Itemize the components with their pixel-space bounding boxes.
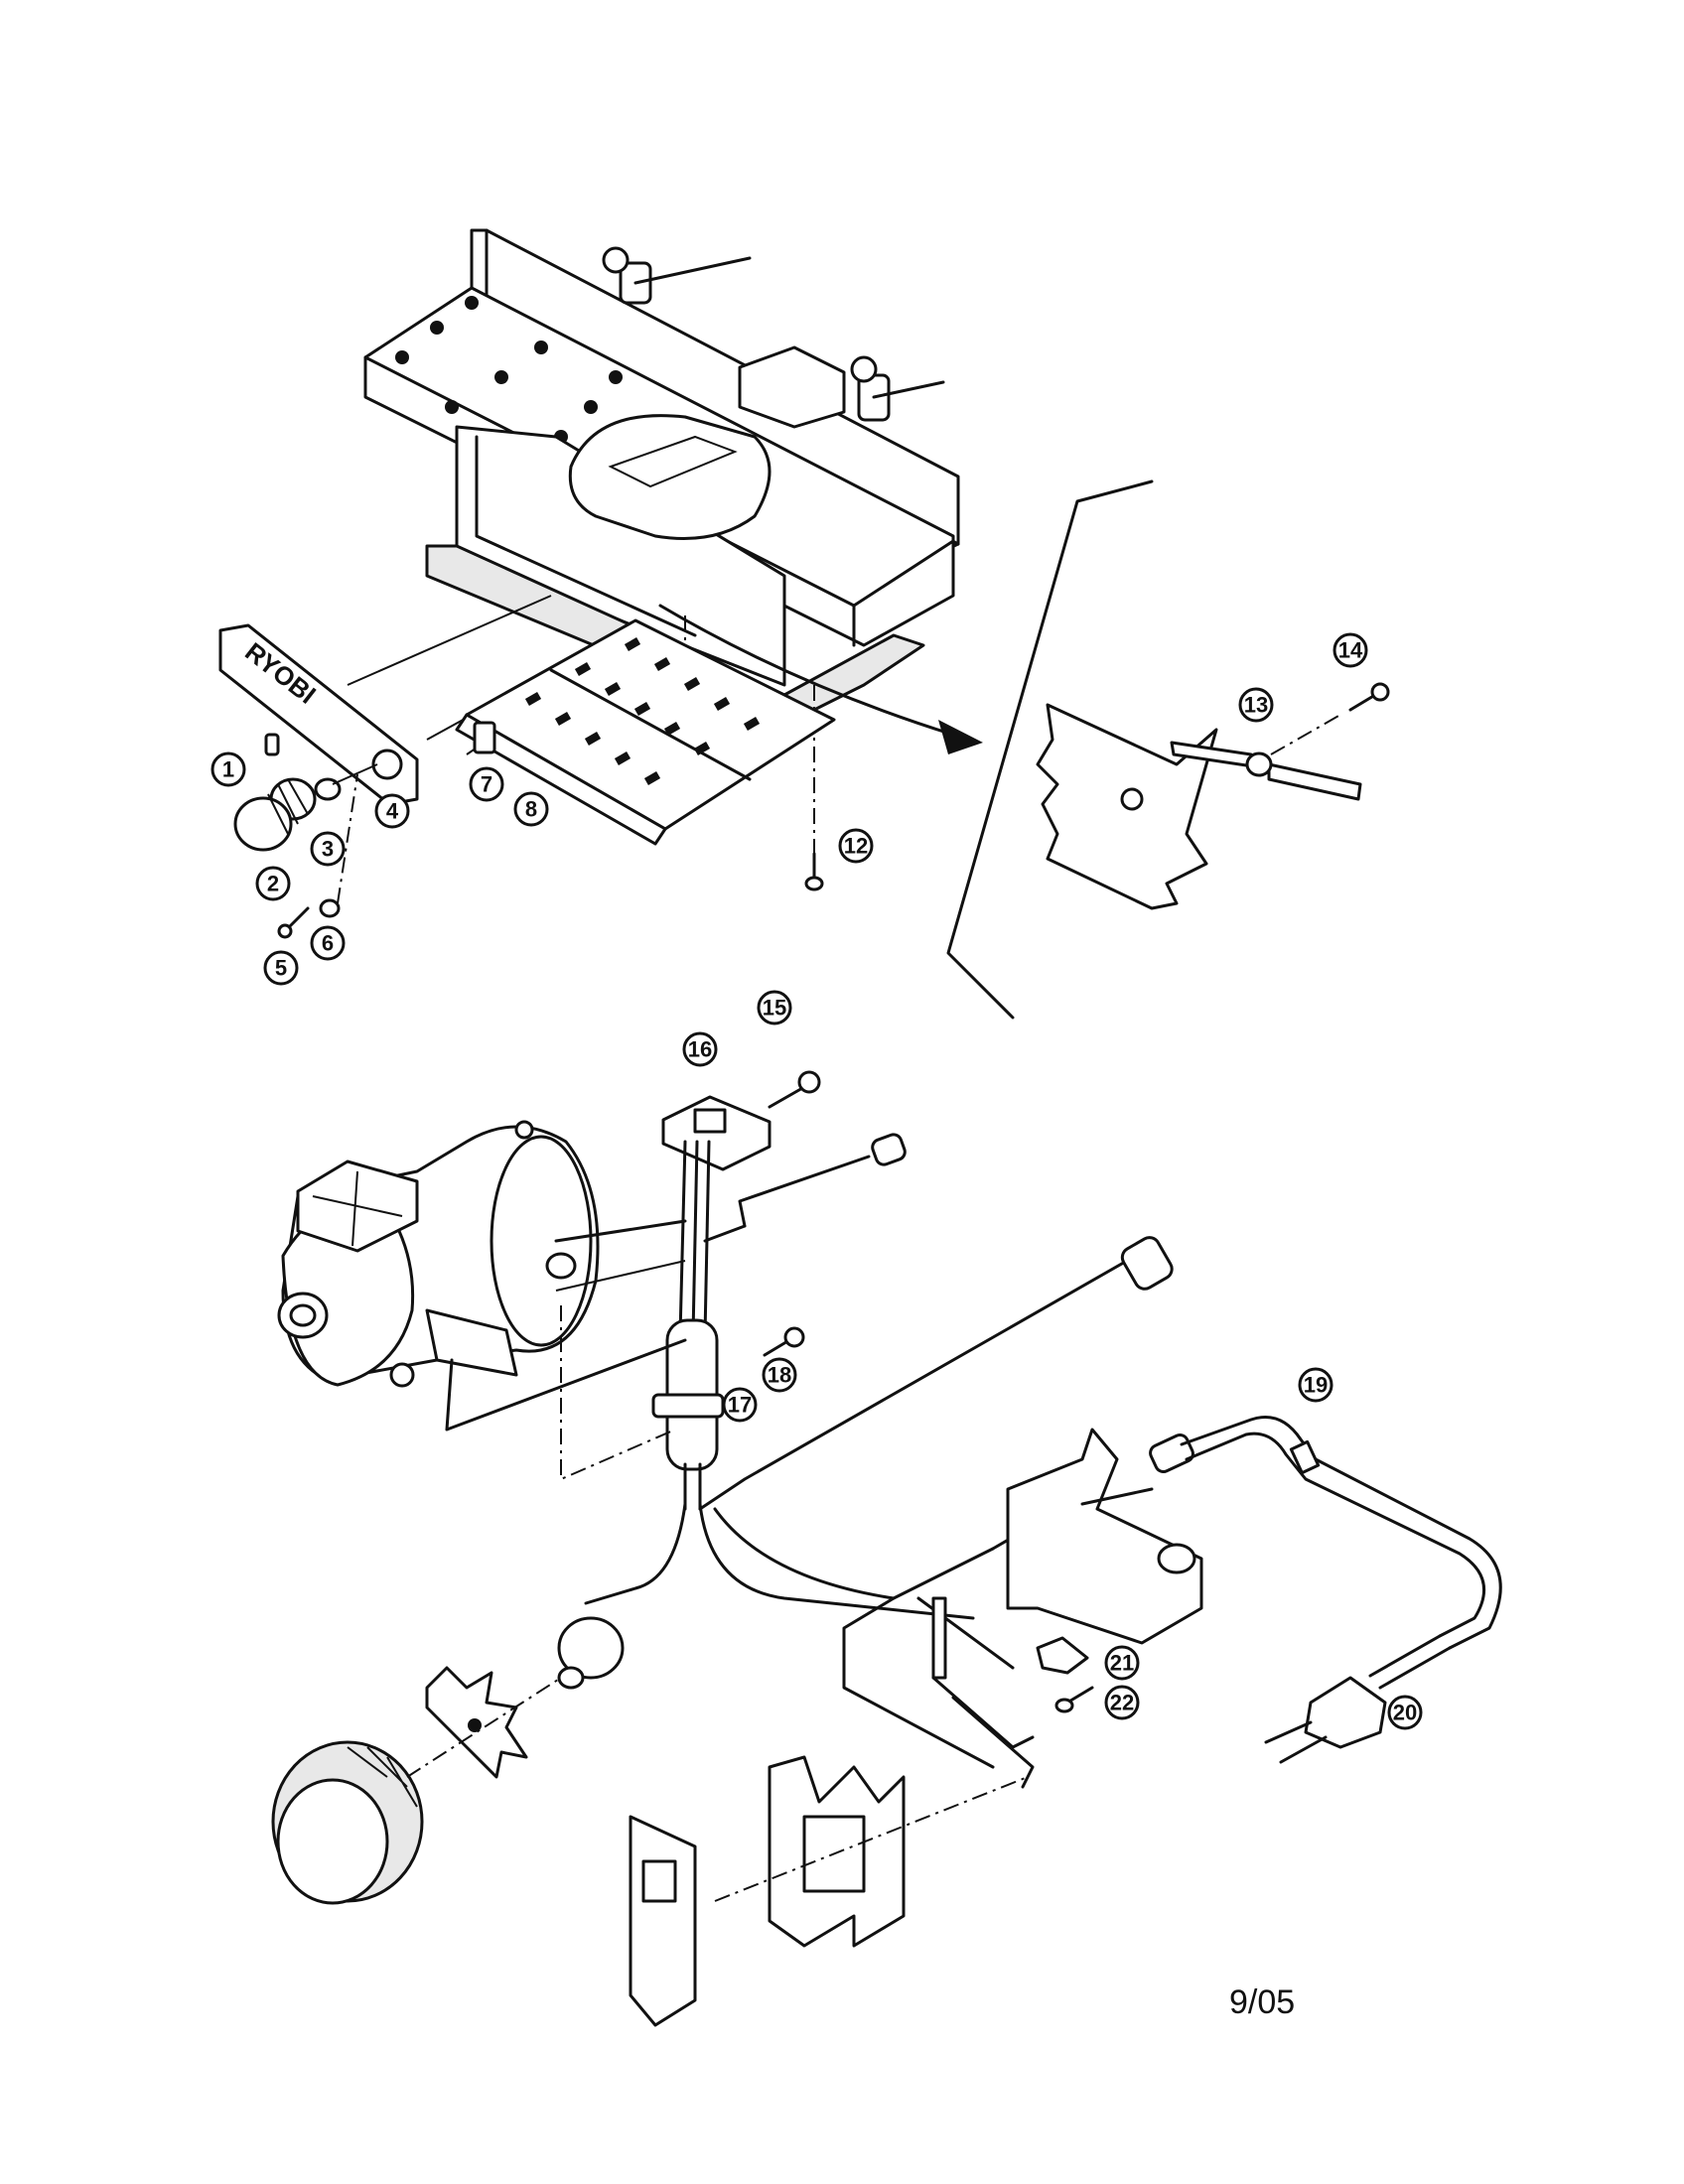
cable-clamp-16 [661, 1095, 772, 1171]
callout-12: 12 [838, 828, 874, 864]
callout-2: 2 [255, 866, 291, 901]
nut-6 [319, 898, 341, 918]
callout-15: 15 [757, 990, 792, 1025]
callout-8: 8 [513, 791, 549, 827]
base-plate-slots [524, 637, 761, 785]
date-code: 9/05 [1229, 1983, 1296, 2021]
plug-20 [1264, 1634, 1452, 1764]
screw-22 [1054, 1686, 1094, 1713]
svg-text:18: 18 [768, 1363, 791, 1388]
callout-21: 21 [1104, 1645, 1140, 1681]
switch-wires [584, 1502, 1054, 1769]
svg-text:22: 22 [1110, 1691, 1134, 1715]
svg-text:6: 6 [322, 931, 334, 956]
callout-17: 17 [722, 1387, 758, 1423]
base-plate-8 [455, 618, 836, 846]
cable-bundle [665, 1140, 719, 1511]
svg-text:3: 3 [322, 837, 334, 862]
power-cord-19 [1149, 1416, 1502, 1650]
switch-contacts [931, 1596, 1035, 1789]
switch-leader [714, 1776, 1029, 1902]
speed-control [271, 1616, 625, 1905]
screw-14 [1348, 682, 1390, 712]
jointer-body [363, 228, 960, 727]
callout-5: 5 [263, 950, 299, 986]
motor-wires [445, 1133, 1174, 1511]
svg-text:20: 20 [1393, 1701, 1417, 1725]
switch-bracket-lower [768, 1755, 906, 1948]
lock-knob-rear [602, 246, 752, 305]
svg-text:8: 8 [525, 797, 537, 822]
motor [277, 1120, 600, 1388]
detail-arrowhead [938, 720, 983, 754]
detail-arrow [658, 604, 955, 737]
callout-6: 6 [310, 925, 346, 961]
svg-text:5: 5 [275, 956, 287, 981]
clamp-17 [651, 1393, 725, 1419]
screw-18 [763, 1326, 805, 1357]
callout-22: 22 [1104, 1685, 1140, 1720]
callout-1: 1 [210, 751, 246, 787]
detail-inset [946, 479, 1390, 1020]
screw-12 [804, 852, 824, 891]
set-screw-1 [264, 733, 280, 756]
svg-text:15: 15 [763, 996, 786, 1021]
callout-16: 16 [682, 1031, 718, 1067]
svg-text:14: 14 [1338, 638, 1363, 663]
callout-14: 14 [1333, 632, 1368, 668]
svg-text:19: 19 [1304, 1373, 1328, 1398]
switch-7 [473, 721, 496, 754]
svg-text:1: 1 [222, 757, 234, 782]
screw-15 [768, 1070, 821, 1109]
svg-text:17: 17 [728, 1393, 752, 1418]
lock-knob-front [850, 355, 945, 422]
callout-3: 3 [310, 831, 346, 867]
callout-7: 7 [469, 766, 504, 802]
svg-text:2: 2 [267, 872, 279, 896]
callout-4: 4 [374, 793, 410, 829]
svg-text:21: 21 [1110, 1651, 1134, 1676]
callout-13: 13 [1238, 687, 1274, 723]
svg-text:16: 16 [688, 1037, 712, 1062]
svg-text:4: 4 [386, 799, 399, 824]
svg-text:7: 7 [481, 772, 492, 797]
svg-text:13: 13 [1244, 693, 1268, 718]
brand-plate: RYOBI [218, 623, 419, 806]
callout-20: 20 [1387, 1695, 1423, 1730]
callout-19: 19 [1298, 1367, 1333, 1403]
table-holes [395, 296, 623, 444]
switch-box [629, 1815, 697, 2027]
callout-18: 18 [762, 1357, 797, 1393]
ground-clip-21 [1036, 1636, 1089, 1675]
cord-bracket [1006, 1428, 1203, 1645]
fan-blade-13 [1170, 741, 1362, 801]
knob-2 [233, 777, 317, 852]
screw-5 [277, 906, 310, 939]
svg-text:12: 12 [844, 834, 868, 859]
